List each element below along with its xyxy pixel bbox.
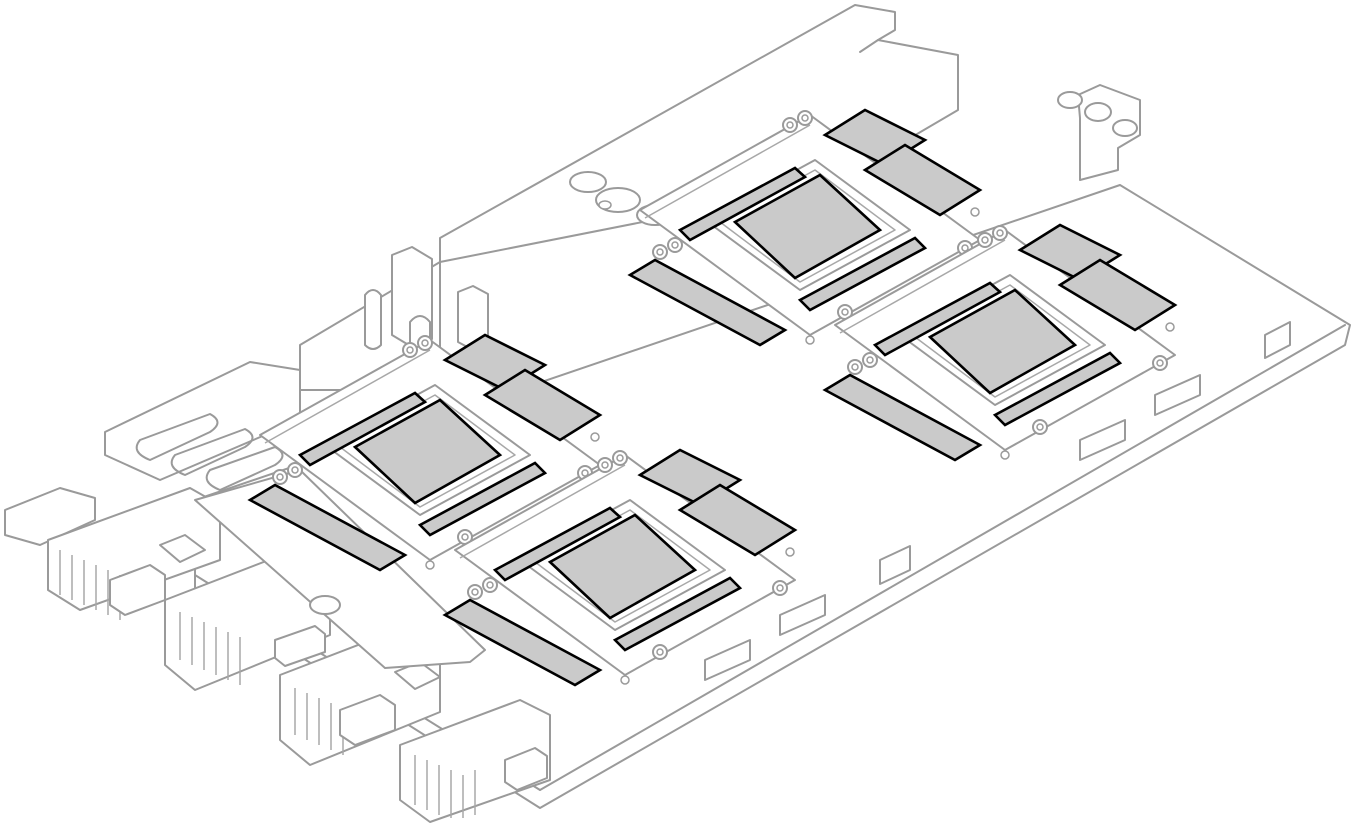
left-bracket xyxy=(104,361,301,491)
top-right-bracket xyxy=(1057,84,1141,181)
edge-slots xyxy=(704,321,1291,681)
